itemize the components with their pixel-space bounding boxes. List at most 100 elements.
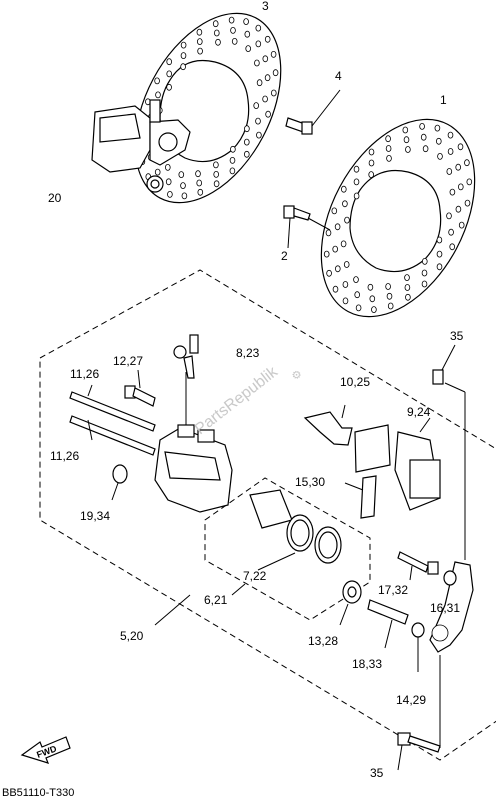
pistons-and-seals [231,489,342,596]
disc-hole [154,168,161,176]
bracket-boot [443,570,457,586]
disc-hole [434,124,441,132]
callout-pin-bolt: 17,32 [378,583,408,597]
disc-hole [180,182,186,190]
disc-hole [154,77,160,85]
slide-pin [367,599,409,649]
disc-hole [466,178,473,186]
disc-hole [196,179,203,187]
disc-hole [334,265,341,273]
disc-hole [404,274,410,282]
disc-hole [323,250,330,258]
disc-hole [197,47,203,55]
disc-hole [243,18,249,26]
diagram-code: BB51110-T330 [2,787,74,799]
disc-hole [353,178,360,186]
disc-hole [344,216,350,224]
callout-bolt-disc: 2 [281,249,288,263]
callout-pad-clip: 15,30 [295,475,325,489]
disc-hole [255,117,261,125]
disc-hole [265,110,271,118]
disc-hole [215,38,221,46]
disc-hole [343,261,350,268]
disc-hole [178,171,185,179]
disc-hole [342,297,349,305]
disc-hole [245,45,252,52]
bushing [339,580,362,626]
disc-hole [326,269,332,277]
brake-pads [354,417,441,511]
disc-hole [386,292,393,300]
callout-bleed-screw: 8,23 [236,346,260,360]
disc-hole [244,150,250,158]
callout-bracket-boot: 16,31 [430,601,460,615]
disc-hole [455,205,462,213]
disc-hole [244,30,251,38]
disc-hole [197,188,204,196]
disc-hole [436,250,443,258]
disc-hole [166,70,173,78]
disc-hole [254,59,260,67]
disc-hole [386,154,392,162]
disc-hole [436,263,443,271]
pad-spring [303,404,353,446]
callout-pin-lower: 11,26 [50,449,79,463]
disc-hole [457,143,464,151]
disc-hole [262,95,268,103]
disc-hole [421,269,428,277]
disc-bolt [283,205,331,249]
bracket-boot-lower [411,622,425,672]
disc-hole [264,74,271,82]
disc-hole [180,52,187,59]
disc-hole [325,229,332,237]
disc-hole [422,145,429,153]
upper-bolt [285,89,341,135]
boot [111,464,128,501]
disc-hole [464,159,470,167]
disc-hole [448,228,454,236]
disc-hole [165,163,171,171]
disc-hole [455,163,462,171]
disc-hole [230,145,236,153]
disc-hole [331,207,338,215]
disc-hole [436,236,443,244]
small-bolt [124,369,156,407]
disc-hole [403,136,410,144]
front-brake-disc [320,118,476,318]
disc-hole [385,145,392,152]
callout-caliper-assy: 5,20 [120,629,144,643]
disc-hole [342,200,348,208]
disc-hole [371,306,377,314]
disc-hole [355,304,362,312]
callout-bracket-boot-lower: 14,29 [396,693,426,707]
disc-hole [402,126,409,134]
callout-disc-front: 1 [440,93,447,107]
disc-hole [353,276,359,284]
disc-hole [340,185,347,193]
disc-hole [253,102,260,109]
disc-hole [270,51,277,58]
disc-hole [421,280,428,288]
disc-hole [368,148,375,156]
disc-hole [230,26,236,34]
disc-hole [385,283,391,290]
disc-hole [405,146,411,153]
disc-hole [435,137,442,145]
disc-hole [368,159,375,167]
callout-bolt-bottom: 35 [370,766,384,780]
pin-bolt [397,551,439,581]
disc-hole [437,152,443,160]
disc-hole [256,79,263,87]
disc-hole [419,123,425,130]
disc-hole [255,40,262,48]
disc-hole [180,41,187,49]
disc-hole [213,180,220,188]
disc-hole [213,170,220,178]
disc-hole [196,28,203,36]
callout-pin-upper: 11,26 [70,367,99,381]
callout-bolt-top: 35 [450,329,464,343]
callout-caliper-upper: 20 [48,191,62,205]
disc-hole [354,291,361,299]
disc-hole [464,199,471,207]
